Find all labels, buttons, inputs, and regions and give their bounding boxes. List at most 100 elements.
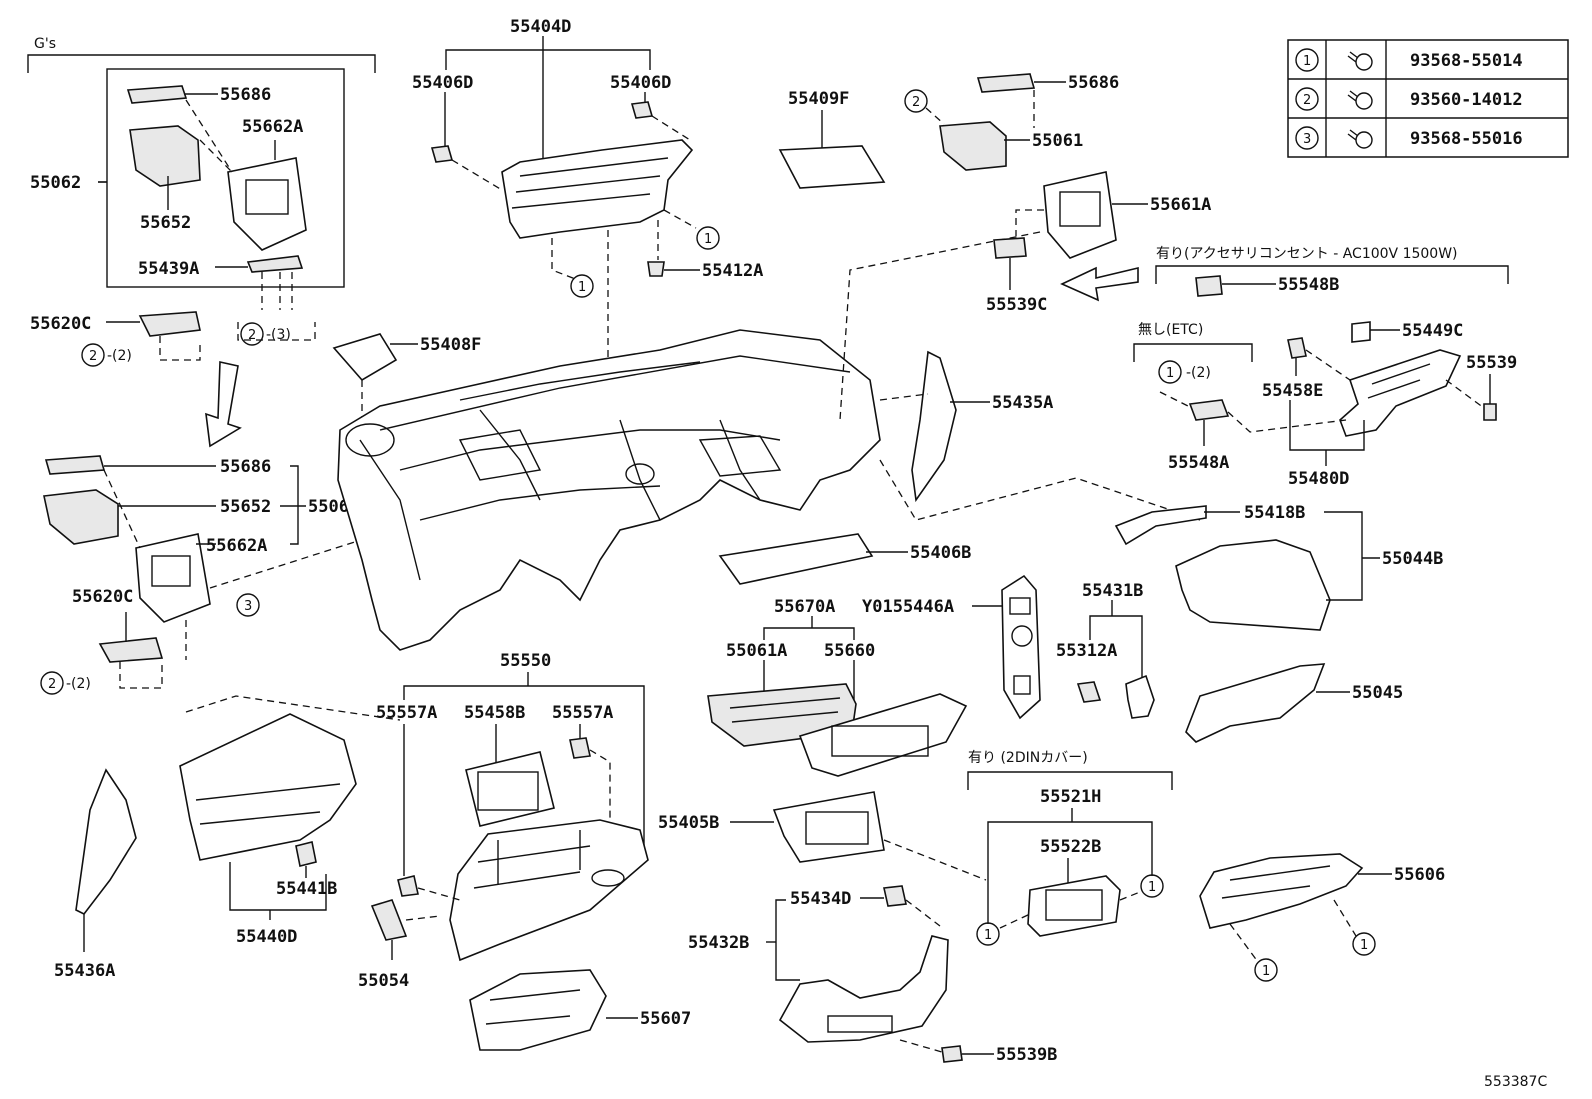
glovebox-door-55550[interactable] (449, 819, 649, 962)
part-55434D[interactable]: 55434D (790, 889, 851, 909)
bracket-55548A[interactable] (1188, 399, 1230, 421)
tray-55406B[interactable] (718, 533, 874, 585)
part-55557A-right[interactable]: 55557A (552, 703, 613, 723)
clip-55312A[interactable] (1076, 681, 1102, 703)
bezel-part-b[interactable] (135, 533, 211, 623)
hood-55044B[interactable] (1175, 539, 1331, 631)
part-55054[interactable]: 55054 (358, 971, 409, 991)
hinge-55054[interactable] (370, 899, 408, 941)
part-55045[interactable]: 55045 (1352, 683, 1403, 703)
part-55539B[interactable]: 55539B (996, 1045, 1057, 1065)
part-55435A[interactable]: 55435A (992, 393, 1053, 413)
trim-55418B[interactable] (1114, 505, 1207, 546)
vent-part[interactable] (129, 125, 201, 187)
part-55557A-left[interactable]: 55557A (376, 703, 437, 723)
part-55620C-a[interactable]: 55620C (30, 314, 91, 334)
switch-panel-55480D[interactable] (1339, 349, 1462, 437)
part-55652-a[interactable]: 55652 (140, 213, 191, 233)
part-55405B[interactable]: 55405B (658, 813, 719, 833)
bracket-55607[interactable] (469, 969, 607, 1051)
side-trim-55436A[interactable] (75, 768, 137, 916)
part-55418B[interactable]: 55418B (1244, 503, 1305, 523)
part-55670A[interactable]: 55670A (774, 597, 835, 617)
part-55061[interactable]: 55061 (1032, 131, 1083, 151)
part-55044B[interactable]: 55044B (1382, 549, 1443, 569)
part-55522B[interactable]: 55522B (1040, 837, 1101, 857)
part-55686-a[interactable]: 55686 (220, 85, 271, 105)
part-55449C[interactable]: 55449C (1402, 321, 1463, 341)
damper-55557A-left[interactable] (397, 875, 419, 897)
glovebox-liner-55458B[interactable] (465, 751, 555, 827)
clip-55458E[interactable] (1287, 337, 1307, 359)
part-55521H[interactable]: 55521H (1040, 787, 1101, 807)
clip-55620C-b[interactable]: 55620C 2 -(2) (40, 587, 164, 695)
clip-55406D-left[interactable] (430, 145, 454, 163)
switch-strip-part[interactable] (246, 255, 304, 273)
pad-55409F[interactable] (778, 145, 886, 189)
clip-55412A[interactable] (647, 261, 665, 277)
part-Y0155446A[interactable]: Y0155446A (862, 597, 954, 617)
fastener-part-3[interactable]: 93568-55016 (1410, 129, 1523, 149)
socket-55539C[interactable] (993, 237, 1027, 259)
cluster-housing[interactable] (501, 139, 694, 239)
part-55606[interactable]: 55606 (1394, 865, 1445, 885)
lid-55408F[interactable] (332, 333, 398, 382)
part-55439A[interactable]: 55439A (138, 259, 199, 279)
part-55432B[interactable]: 55432B (688, 933, 749, 953)
fastener-part-1[interactable]: 93568-55014 (1410, 51, 1523, 71)
socket-55539B[interactable] (941, 1045, 963, 1063)
latch-55441B[interactable] (295, 841, 317, 867)
part-55404D[interactable]: 55404D (510, 17, 571, 37)
part-55312A[interactable]: 55312A (1056, 641, 1117, 661)
clip-55434D[interactable] (883, 885, 907, 907)
part-55440D[interactable]: 55440D (236, 927, 297, 947)
part-55062-a[interactable]: 55062 (30, 173, 81, 193)
part-55408F[interactable]: 55408F (420, 335, 481, 355)
outlet-55548B[interactable] (1195, 275, 1223, 297)
part-55539C[interactable]: 55539C (986, 295, 1047, 315)
fastener-part-2[interactable]: 93560-14012 (1410, 90, 1523, 110)
part-55662A-b[interactable]: 55662A (206, 536, 267, 556)
part-55686-c[interactable]: 55686 (220, 457, 271, 477)
part-55539[interactable]: 55539 (1466, 353, 1517, 373)
din-cover-55522B[interactable] (1027, 875, 1121, 937)
part-55406D-right[interactable]: 55406D (610, 73, 671, 93)
vent-part-r[interactable] (939, 121, 1007, 171)
vent-grille-part[interactable] (126, 85, 188, 104)
part-55458B[interactable]: 55458B (464, 703, 525, 723)
cover-55449C[interactable] (1351, 321, 1371, 343)
damper-55557A-right[interactable] (569, 737, 591, 759)
part-55406D-left[interactable]: 55406D (412, 73, 473, 93)
bezel-55661A[interactable] (1043, 171, 1117, 259)
vent-grille-part-b[interactable] (44, 455, 106, 475)
vent-grille-part-r[interactable] (976, 73, 1036, 93)
side-panel-55435A[interactable] (911, 350, 957, 503)
vent-part-b[interactable] (43, 489, 119, 545)
part-55412A[interactable]: 55412A (702, 261, 763, 281)
glovebox-housing-55440D[interactable] (179, 713, 357, 861)
part-55548B[interactable]: 55548B (1278, 275, 1339, 295)
part-55431B[interactable]: 55431B (1082, 581, 1143, 601)
part-55662A-a[interactable]: 55662A (242, 117, 303, 137)
part-55458E[interactable]: 55458E (1262, 381, 1323, 401)
bezel-part[interactable] (227, 157, 307, 251)
lower-panel-55432B[interactable] (778, 935, 949, 1043)
bracket-55606[interactable] (1199, 853, 1364, 929)
socket-55539[interactable] (1483, 403, 1497, 421)
part-55660[interactable]: 55660 (824, 641, 875, 661)
part-55436A[interactable]: 55436A (54, 961, 115, 981)
part-55409F[interactable]: 55409F (788, 89, 849, 109)
part-55406B[interactable]: 55406B (910, 543, 971, 563)
part-55548A[interactable]: 55548A (1168, 453, 1229, 473)
part-55607[interactable]: 55607 (640, 1009, 691, 1029)
part-55661A[interactable]: 55661A (1150, 195, 1211, 215)
clip-55406D-right[interactable] (630, 101, 654, 119)
part-55620C-b[interactable]: 55620C (72, 587, 133, 607)
trim-55045[interactable] (1185, 663, 1326, 743)
instrument-panel-frame[interactable] (337, 329, 881, 651)
part-55686-b[interactable]: 55686 (1068, 73, 1119, 93)
switch-column-Y0155446A[interactable] (1001, 574, 1041, 720)
clip-55620C-a[interactable]: 55620C 2 -(2) (30, 311, 201, 367)
part-55061A[interactable]: 55061A (726, 641, 787, 661)
part-55652-b[interactable]: 55652 (220, 497, 271, 517)
